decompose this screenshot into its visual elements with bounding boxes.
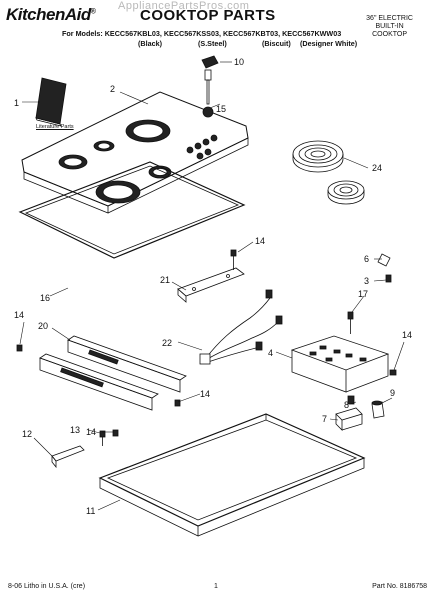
small-parts [377, 253, 392, 283]
callout-9: 9 [390, 388, 395, 398]
product-type-line-3: COOKTOP [372, 31, 408, 38]
screws [112, 399, 181, 437]
callout-14-mid: 14 [200, 389, 210, 399]
callout-10: 10 [234, 57, 244, 67]
component-9 [371, 400, 385, 419]
bracket-12 [51, 430, 106, 469]
callout-16: 16 [40, 293, 50, 303]
footer-part-number: Part No. 8186758 [372, 583, 427, 590]
control-box [290, 311, 397, 393]
bracket-21 [177, 249, 245, 303]
callout-14-left: 14 [14, 310, 24, 320]
switch-panels [16, 335, 187, 411]
literature-parts-label: Literature Parts [36, 124, 74, 130]
callout-1: 1 [14, 98, 19, 108]
callout-7: 7 [322, 414, 327, 424]
leader-lines [19, 61, 405, 511]
page-title: COOKTOP PARTS [140, 7, 276, 24]
callout-17: 17 [358, 289, 368, 299]
knob-assembly [201, 55, 219, 118]
brand-logo: KitchenAid® [6, 5, 96, 25]
footer-litho: 8-06 Litho in U.S.A. (cre) [8, 583, 86, 590]
cooktop-seal [18, 161, 246, 259]
watermark: AppliancePartsPros.com [118, 0, 250, 12]
brand-name: KitchenAid [6, 5, 91, 24]
wire-harness [199, 289, 283, 365]
callout-22: 22 [162, 338, 172, 348]
callout-2: 2 [110, 84, 115, 94]
base-pan [98, 413, 366, 537]
footer-page-number: 1 [214, 583, 218, 590]
callout-24: 24 [372, 163, 382, 173]
models-line: For Models: KECC567KBL03, KECC567KSS03, … [62, 29, 342, 38]
callout-15: 15 [216, 104, 226, 114]
callout-14-right: 14 [402, 330, 412, 340]
brand-registered-mark: ® [90, 8, 96, 16]
callout-11: 11 [86, 506, 95, 516]
callout-8: 8 [344, 400, 349, 410]
terminal-block [335, 395, 363, 431]
callout-3: 3 [364, 276, 369, 286]
variant-biscuit: (Biscuit) [262, 39, 291, 48]
callout-13: 13 [70, 425, 80, 435]
product-type-line-2: BUILT-IN [375, 23, 404, 30]
literature-parts [35, 77, 67, 127]
variant-white: (Designer White) [300, 39, 358, 48]
product-type-line-1: 36" ELECTRIC [366, 15, 413, 22]
variant-steel: (S.Steel) [198, 39, 227, 48]
product-type: 36" ELECTRIC BUILT-IN COOKTOP [366, 15, 413, 39]
callout-6: 6 [364, 254, 369, 264]
callout-20: 20 [38, 321, 48, 331]
callout-12: 12 [22, 429, 32, 439]
callout-4: 4 [268, 348, 273, 358]
cooktop-glass [21, 91, 249, 214]
callout-14-top: 14 [255, 236, 265, 246]
callout-14-lower: 14 [86, 427, 96, 437]
variant-black: (Black) [138, 39, 162, 48]
callout-21: 21 [160, 275, 170, 285]
surface-elements [292, 140, 365, 205]
